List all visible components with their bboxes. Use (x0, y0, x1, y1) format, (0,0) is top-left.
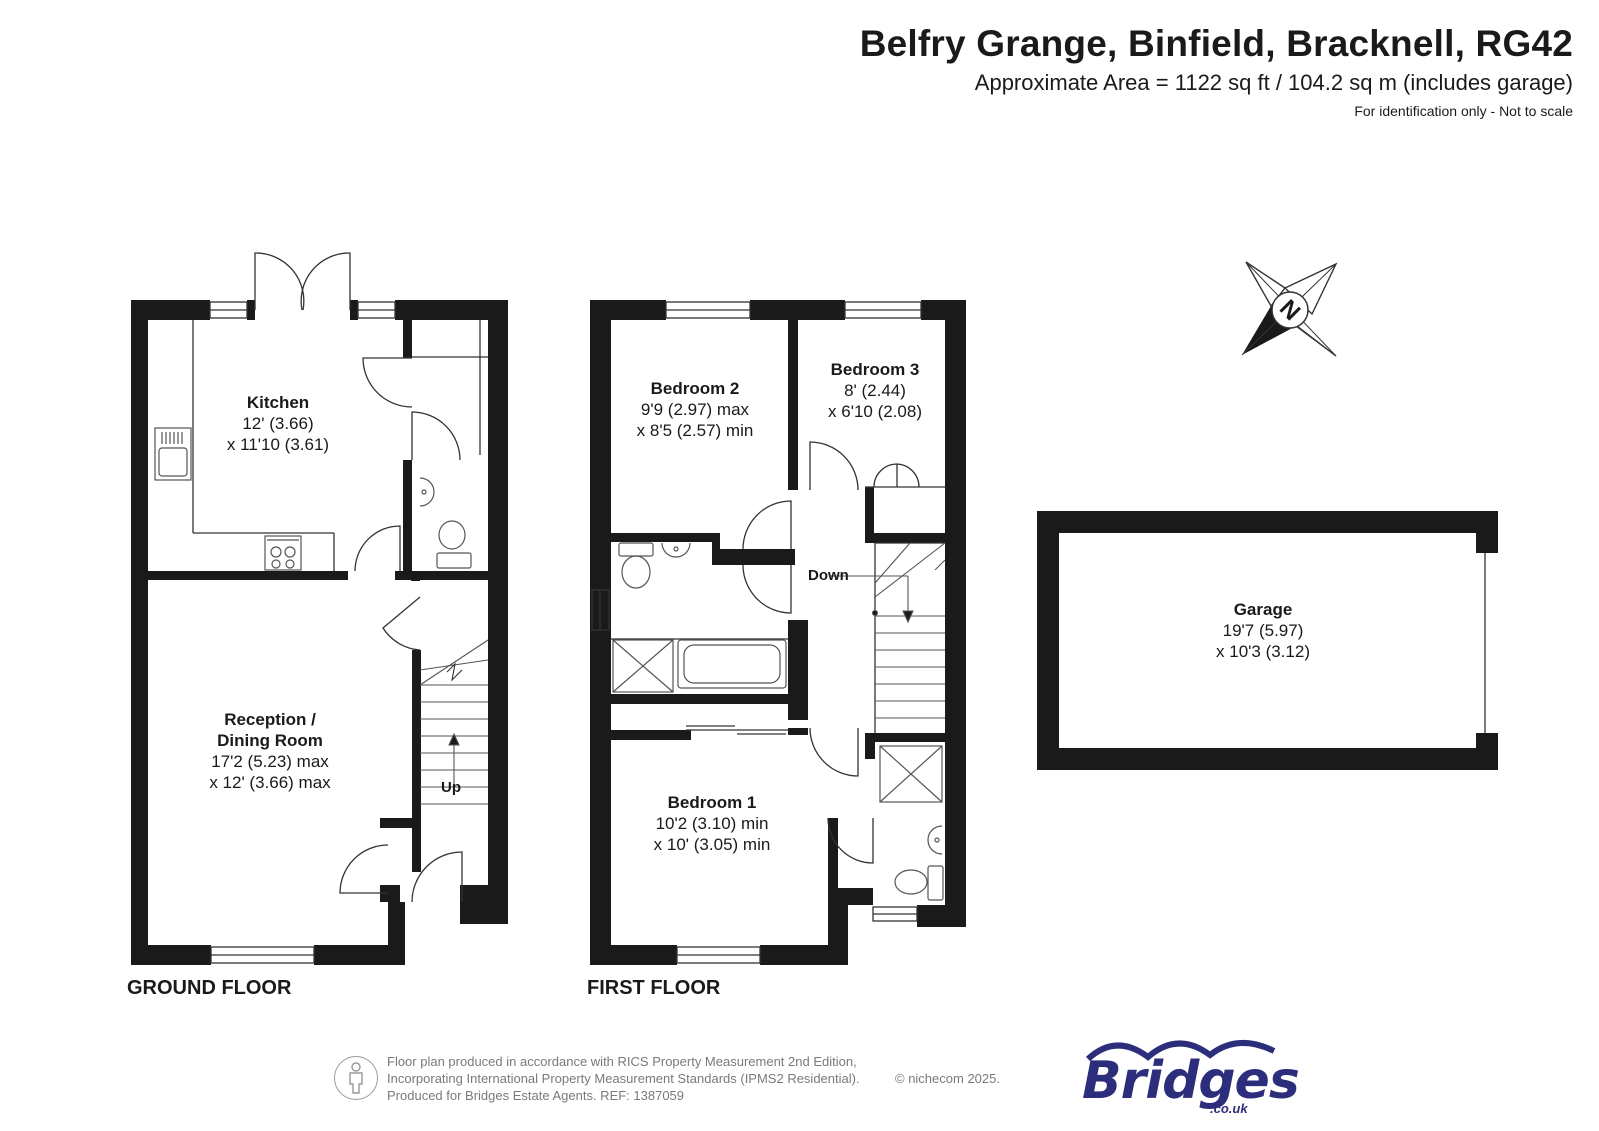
garage-dim1: 19'7 (5.97) (1223, 621, 1304, 640)
logo-domain: .co.uk (1210, 1101, 1248, 1116)
stairs-up-label: Up (441, 779, 461, 796)
approximate-area: Approximate Area = 1122 sq ft / 104.2 sq… (974, 70, 1573, 95)
bedroom2-dim1: 9'9 (2.97) max (641, 400, 750, 419)
ground-floor-stairs (419, 639, 489, 805)
kitchen-dim1: 12' (3.66) (242, 414, 313, 433)
bedroom1-dim1: 10'2 (3.10) min (656, 814, 769, 833)
property-title: Belfry Grange, Binfield, Bracknell, RG42 (859, 23, 1573, 64)
person-icon (334, 1056, 378, 1100)
reception-name1: Reception / (224, 710, 316, 729)
ensuite-fixtures-icon (879, 745, 944, 901)
garage-label: Garage 19'7 (5.97) x 10'3 (3.12) (1216, 600, 1310, 661)
reception-name2: Dining Room (217, 731, 323, 750)
identification-note: For identification only - Not to scale (1354, 103, 1573, 119)
garage-name: Garage (1234, 600, 1293, 619)
footer-line3: Produced for Bridges Estate Agents. REF:… (387, 1088, 685, 1103)
ground-floor-label: GROUND FLOOR (127, 977, 292, 999)
ground-floor-walls (131, 300, 508, 965)
first-floor-walls (590, 300, 966, 965)
bedroom2-dim2: x 8'5 (2.57) min (637, 421, 754, 440)
ground-floor-openings (192, 252, 488, 964)
stairs-down-label: Down (808, 567, 849, 584)
footer-line2: Incorporating International Property Mea… (387, 1071, 860, 1086)
copyright-notice: © nichecom 2025. (895, 1071, 1000, 1086)
footer-text: Floor plan produced in accordance with R… (387, 1053, 1000, 1104)
first-floor-label: FIRST FLOOR (587, 977, 721, 999)
bedroom2-label: Bedroom 2 9'9 (2.97) max x 8'5 (2.57) mi… (637, 379, 754, 440)
cloakroom-fixtures-icon (419, 477, 472, 569)
reception-dim2: x 12' (3.66) max (209, 773, 331, 792)
kitchen-sink-icon (154, 427, 192, 481)
garage-walls (1037, 511, 1498, 770)
bedroom3-dim1: 8' (2.44) (844, 381, 906, 400)
kitchen-name: Kitchen (247, 393, 309, 412)
kitchen-label: Kitchen 12' (3.66) x 11'10 (3.61) (227, 393, 329, 454)
bedroom1-label: Bedroom 1 10'2 (3.10) min x 10' (3.05) m… (654, 793, 771, 854)
bridges-arch-icon (1086, 1039, 1276, 1061)
header: Belfry Grange, Binfield, Bracknell, RG42… (860, 22, 1573, 120)
reception-label: Reception / Dining Room 17'2 (5.23) max … (209, 710, 331, 792)
bathroom-fixtures-icon (612, 542, 787, 693)
kitchen-dim2: x 11'10 (3.61) (227, 435, 329, 454)
bridges-logo: Bridges .co.uk (1082, 1035, 1300, 1116)
bedroom2-name: Bedroom 2 (651, 379, 740, 398)
bedroom3-name: Bedroom 3 (831, 360, 920, 379)
bedroom3-dim2: x 6'10 (2.08) (828, 402, 922, 421)
first-floor-stairs (830, 542, 946, 719)
bedroom3-label: Bedroom 3 8' (2.44) x 6'10 (2.08) (828, 360, 922, 421)
bedroom1-dim2: x 10' (3.05) min (654, 835, 771, 854)
garage-dim2: x 10'3 (3.12) (1216, 642, 1310, 661)
hob-icon (264, 535, 302, 571)
reception-dim1: 17'2 (5.23) max (211, 752, 329, 771)
bedroom1-name: Bedroom 1 (668, 793, 757, 812)
footer-line1: Floor plan produced in accordance with R… (387, 1054, 857, 1069)
logo-wordmark: Bridges (1082, 1051, 1300, 1111)
north-compass-icon: N (1241, 261, 1338, 357)
